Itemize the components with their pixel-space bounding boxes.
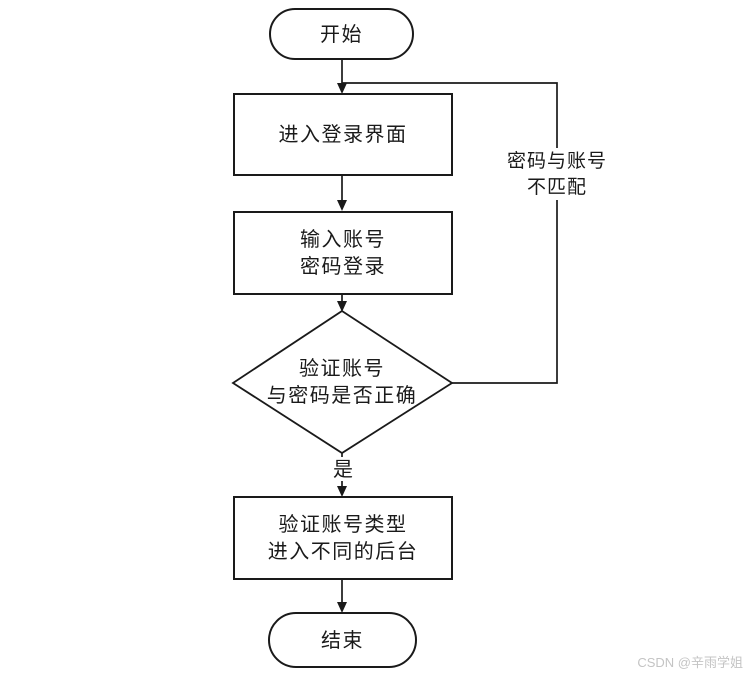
decision-diamond-shape: [231, 309, 454, 455]
arrowhead-to-input: [337, 200, 347, 211]
arrowhead-to-end: [337, 602, 347, 613]
edge-mismatch-loop: [342, 82, 558, 384]
input-credentials-label: 输入账号 密码登录: [300, 227, 386, 278]
verify-account-type-label: 验证账号类型 进入不同的后台: [267, 512, 419, 563]
start-node: 开始: [269, 8, 414, 60]
csdn-watermark: CSDN @辛雨学姐: [637, 655, 743, 670]
mismatch-edge-label: 密码与账号 不匹配: [490, 148, 624, 200]
verify-account-type-node: 验证账号类型 进入不同的后台: [233, 496, 453, 580]
arrowhead-to-verify: [337, 486, 347, 497]
end-node-label: 结束: [321, 627, 364, 652]
arrowhead-to-login: [337, 83, 347, 94]
enter-login-node: 进入登录界面: [233, 93, 453, 176]
enter-login-label: 进入登录界面: [278, 122, 408, 146]
decision-node-label: 验证账号 与密码是否正确: [266, 356, 418, 407]
start-node-label: 开始: [320, 21, 363, 46]
input-credentials-node: 输入账号 密码登录: [233, 211, 453, 295]
yes-edge-label: 是: [322, 457, 364, 481]
arrowhead-to-decision: [337, 301, 347, 312]
end-node: 结束: [268, 612, 417, 668]
